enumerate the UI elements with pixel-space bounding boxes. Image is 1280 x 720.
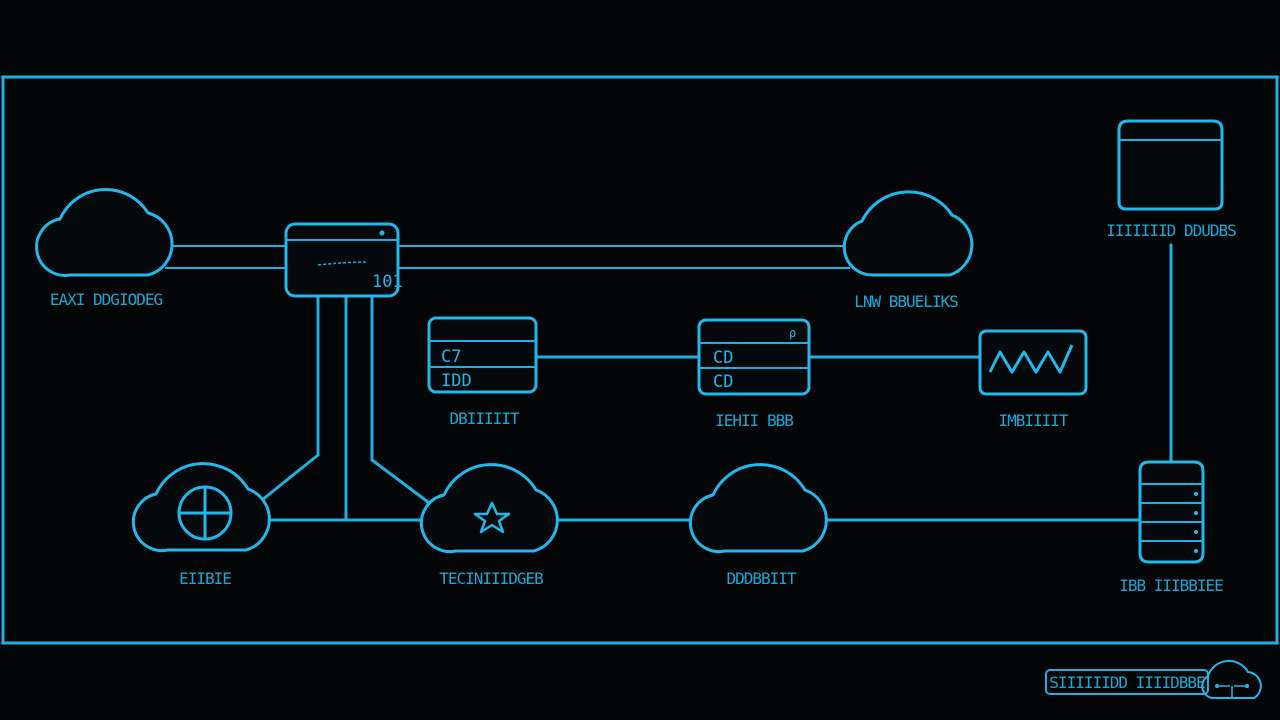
database-stack-icon: [1138, 460, 1205, 564]
node-cloud-bottom-mid[interactable]: TECINIIIDGEB: [419, 463, 559, 588]
node-label: IBB IIIBBIEE: [1119, 576, 1223, 595]
server-trace: [317, 261, 369, 266]
node-cloud-bottom-right[interactable]: DDDBBIIT: [688, 463, 828, 588]
panel-icon: [697, 318, 811, 396]
panel-line: CD: [713, 348, 733, 368]
node-label: IIIIIIID DDUDBS: [1106, 221, 1236, 240]
node-server[interactable]: 101: [284, 222, 403, 298]
server-glyph: 101: [372, 272, 403, 292]
diagram-frame: [1, 75, 1279, 645]
footer-label: SIIIIIIDD IIIIDBBE: [1049, 673, 1205, 692]
connector: [370, 458, 434, 507]
node-label: EIIBIE: [179, 569, 231, 588]
node-panel-a[interactable]: C7 IDD DBIIIIIT: [427, 316, 538, 428]
footer-badge[interactable]: SIIIIIIDD IIIIDBBE: [1045, 659, 1262, 699]
node-label: IMBIIIIT: [998, 411, 1068, 430]
connector: [260, 453, 320, 502]
node-db-top-right[interactable]: IIIIIIID DDUDBS: [1106, 119, 1237, 240]
footer-box: [1045, 669, 1209, 695]
panel-line: IDD: [441, 371, 472, 391]
node-monitor[interactable]: IMBIIIIT: [978, 329, 1088, 430]
panel-icon: [427, 316, 538, 394]
panel-line: C7: [441, 347, 461, 367]
node-cloud-left[interactable]: EAXI DDGIODEG: [35, 188, 174, 309]
star-icon: [473, 501, 511, 534]
monitor-frame: [978, 329, 1088, 396]
server-led: [379, 230, 385, 236]
cloud-icon: [842, 190, 974, 277]
node-panel-b[interactable]: ρ CD CD IEHII BBB: [697, 318, 811, 430]
panel-line: CD: [713, 372, 733, 392]
node-db-stack[interactable]: IBB IIIBBIEE: [1119, 460, 1224, 595]
node-label: LNW BBUELIKS: [854, 292, 958, 311]
node-label: EAXI DDGIODEG: [50, 290, 163, 309]
waveform-icon: [988, 344, 1074, 374]
connections: [165, 243, 1173, 522]
node-cloud-top-right[interactable]: LNW BBUELIKS: [842, 190, 974, 311]
cloud-network-icon: [1201, 659, 1262, 699]
node-label: TECINIIIDGEB: [439, 569, 543, 588]
node-label: IEHII BBB: [715, 411, 793, 430]
cloud-icon: [688, 463, 828, 554]
cloud-icon: [35, 188, 174, 277]
node-label: DBIIIIIT: [449, 409, 519, 428]
panel-mark: ρ: [789, 326, 796, 340]
database-icon: [1117, 119, 1224, 211]
cloud-icon: [131, 462, 271, 553]
server-icon: [284, 222, 400, 298]
node-cloud-bottom-left[interactable]: EIIBIE: [131, 462, 271, 588]
globe-icon: [177, 485, 233, 541]
node-label: DDDBBIIT: [726, 569, 796, 588]
